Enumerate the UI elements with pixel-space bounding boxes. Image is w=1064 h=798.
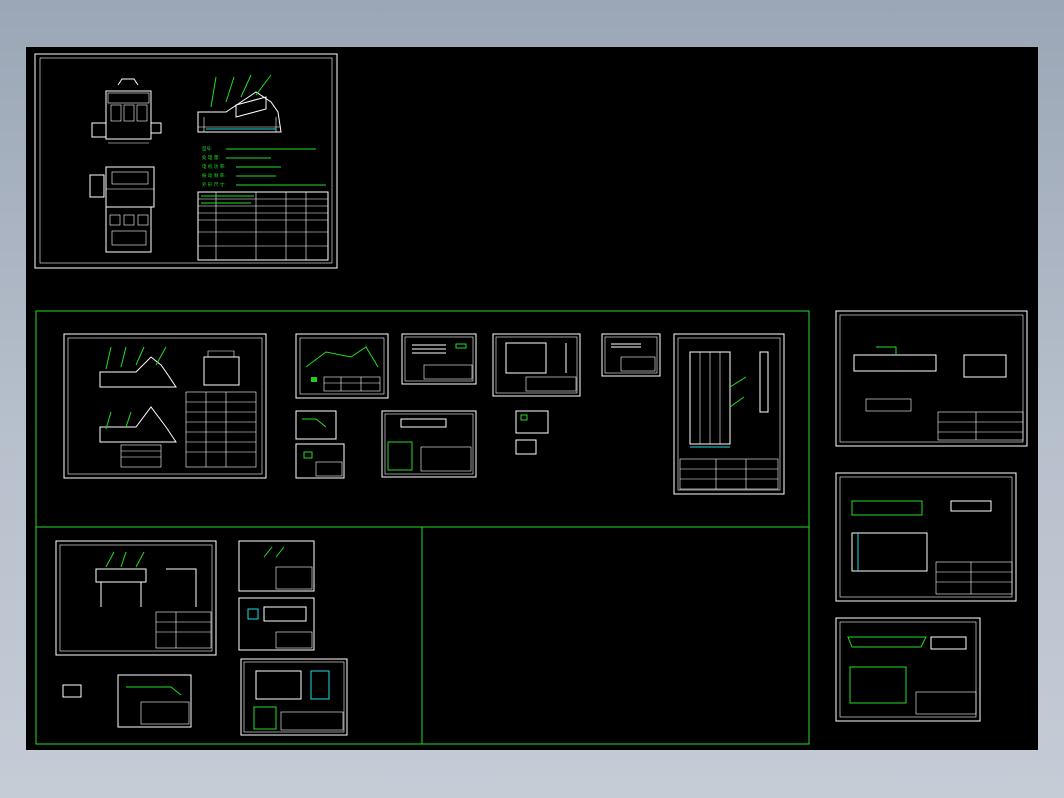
note-line-1: 型号: [202, 145, 213, 152]
sheet-part-5[interactable] [295, 410, 337, 440]
sheet-small-2[interactable] [238, 597, 315, 651]
sheet-right-3[interactable] [835, 617, 981, 722]
title-block [197, 191, 329, 261]
drawing-canvas[interactable]: 型号: 处 理 量: 电 机 功 率: 振 动 频 率: 外 形 尺 寸: [26, 47, 1038, 750]
sheet-part-8[interactable] [515, 410, 549, 455]
note-line-5: 外 形 尺 寸: [202, 181, 226, 188]
sheet-frame-assembly[interactable] [55, 540, 217, 656]
note-line-3: 电 机 功 率: [202, 163, 226, 170]
main-assembly-sheet[interactable]: 型号: 处 理 量: 电 机 功 率: 振 动 频 率: 外 形 尺 寸: [34, 53, 338, 269]
sheet-part-7[interactable] [381, 410, 477, 478]
sheet-side-assembly[interactable] [63, 333, 267, 479]
bottom-view-machine [105, 206, 152, 253]
cad-model-space[interactable]: 型号: 处 理 量: 电 机 功 率: 振 动 频 率: 外 形 尺 寸: [26, 47, 1038, 750]
sheet-part-2[interactable] [401, 333, 477, 385]
sheet-border [34, 53, 338, 269]
note-line-4: 振 动 频 率: [202, 172, 226, 179]
sheet-part-3[interactable] [492, 333, 581, 397]
sheet-small-3[interactable] [117, 674, 192, 728]
layout-group-frame [35, 310, 810, 745]
sheet-inner-frame [39, 57, 333, 264]
sheet-panel-long[interactable] [673, 333, 785, 495]
side-view-machine [197, 74, 282, 133]
sheet-right-1[interactable] [835, 310, 1028, 447]
sheet-cover-plate[interactable] [240, 658, 348, 736]
front-view-machine [91, 78, 162, 144]
sheet-part-6[interactable] [295, 443, 345, 479]
sheet-small-1[interactable] [238, 540, 315, 592]
sheet-part-4[interactable] [601, 333, 661, 377]
sheet-part-1[interactable] [295, 333, 389, 399]
note-line-2: 处 理 量: [202, 154, 220, 161]
technical-notes: 型号: 处 理 量: 电 机 功 率: 振 动 频 率: 外 形 尺 寸: [202, 145, 326, 188]
sheet-small-4[interactable] [62, 684, 82, 698]
sheet-right-2[interactable] [835, 472, 1017, 602]
top-view-machine [89, 166, 155, 208]
